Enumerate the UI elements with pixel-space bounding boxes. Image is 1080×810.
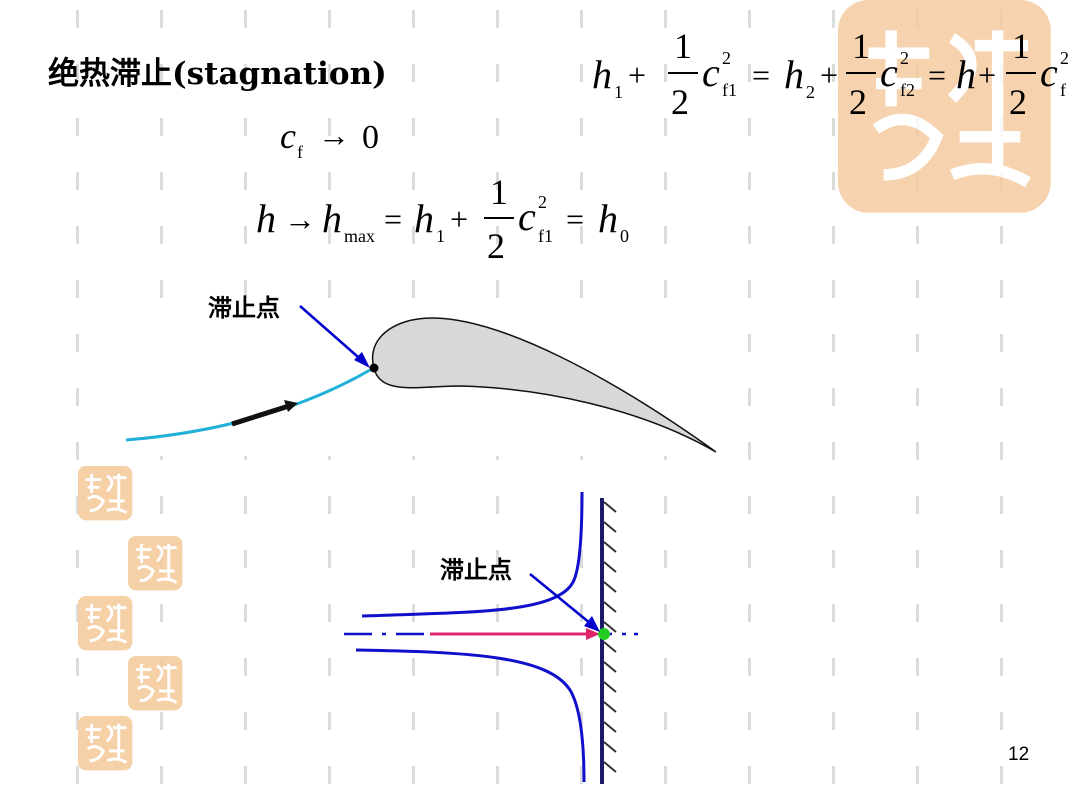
- eq-num2: 1: [852, 26, 870, 66]
- eq-c2-sub: f2: [900, 80, 915, 100]
- airfoil-body: [371, 317, 717, 453]
- stagnation-point-wall: [598, 628, 610, 640]
- max-h1-sub: 1: [436, 226, 445, 246]
- eq-h3: h: [956, 52, 976, 97]
- eq-plus3: +: [978, 57, 996, 93]
- eq-num3: 1: [1012, 26, 1030, 66]
- stagnation-label-1: 滞止点: [208, 294, 280, 322]
- max-equation: h → h max = h 1 + 1 2 c 2 f1 = h 0: [256, 172, 629, 266]
- stagnation-label-2: 滞止点: [440, 556, 512, 584]
- max-equals2: =: [566, 201, 584, 237]
- eq-c1-sub: f1: [722, 80, 737, 100]
- eq-c3: c: [1040, 50, 1058, 95]
- airfoil-diagram: 滞止点: [124, 294, 718, 456]
- limit-zero: 0: [362, 119, 379, 156]
- wall-hatching: [603, 501, 617, 773]
- stagnation-leader-line-2: [529, 573, 597, 629]
- eq-c2: c: [880, 50, 898, 95]
- eq-c3-sup: 2: [1060, 48, 1069, 68]
- slide-title: 绝热滞止(stagnation): [48, 56, 387, 92]
- max-hmax: h: [322, 196, 342, 241]
- max-equals1: =: [384, 201, 402, 237]
- stagnation-point-airfoil: [369, 363, 379, 373]
- max-h0-sub: 0: [620, 226, 629, 246]
- eq-equals2: =: [928, 57, 946, 93]
- center-flow-arrow-head: [586, 628, 600, 640]
- max-arrow: →: [284, 201, 316, 237]
- eq-num1: 1: [674, 26, 692, 66]
- limit-c-sub: f: [297, 142, 303, 162]
- max-num: 1: [490, 172, 508, 212]
- wall-diagram: 滞止点: [344, 491, 638, 784]
- max-c-sub: f1: [538, 226, 553, 246]
- max-plus: +: [450, 201, 468, 237]
- energy-equation: h 1 + 1 2 c 2 f1 = h 2 + 1 2 c 2 f2 = h …: [592, 26, 1069, 122]
- max-h0: h: [598, 196, 618, 241]
- max-den: 2: [487, 226, 505, 266]
- limit-equation: c f → 0: [280, 116, 379, 162]
- eq-plus2: +: [820, 57, 838, 93]
- stagnation-leader-arrow-1: [354, 352, 370, 368]
- max-hmax-sub: max: [344, 226, 375, 246]
- eq-c1: c: [702, 50, 720, 95]
- limit-c: c: [280, 116, 296, 156]
- max-h1: h: [414, 196, 434, 241]
- page-number: 12: [1008, 744, 1030, 765]
- eq-den3: 2: [1009, 82, 1027, 122]
- upper-streamline: [361, 491, 584, 618]
- eq-den2: 2: [849, 82, 867, 122]
- eq-c1-sup: 2: [722, 48, 731, 68]
- stagnation-leader-arrow-2: [584, 616, 600, 632]
- eq-h1-sub: 1: [614, 82, 623, 102]
- max-h: h: [256, 196, 276, 241]
- eq-c3-sub: f: [1060, 80, 1066, 100]
- flow-direction-arrow: [231, 402, 293, 427]
- eq-den1: 2: [671, 82, 689, 122]
- eq-h2-sub: 2: [806, 82, 815, 102]
- flow-arrow-head: [284, 400, 298, 412]
- lower-streamline: [355, 648, 586, 783]
- eq-c2-sup: 2: [900, 48, 909, 68]
- eq-equals1: =: [752, 57, 770, 93]
- max-c: c: [518, 194, 536, 239]
- eq-plus1: +: [628, 57, 646, 93]
- eq-h1: h: [592, 52, 612, 97]
- stagnation-leader-line-1: [299, 305, 367, 365]
- eq-h2: h: [784, 52, 804, 97]
- limit-arrow: →: [318, 117, 350, 153]
- max-c-sup: 2: [538, 192, 547, 212]
